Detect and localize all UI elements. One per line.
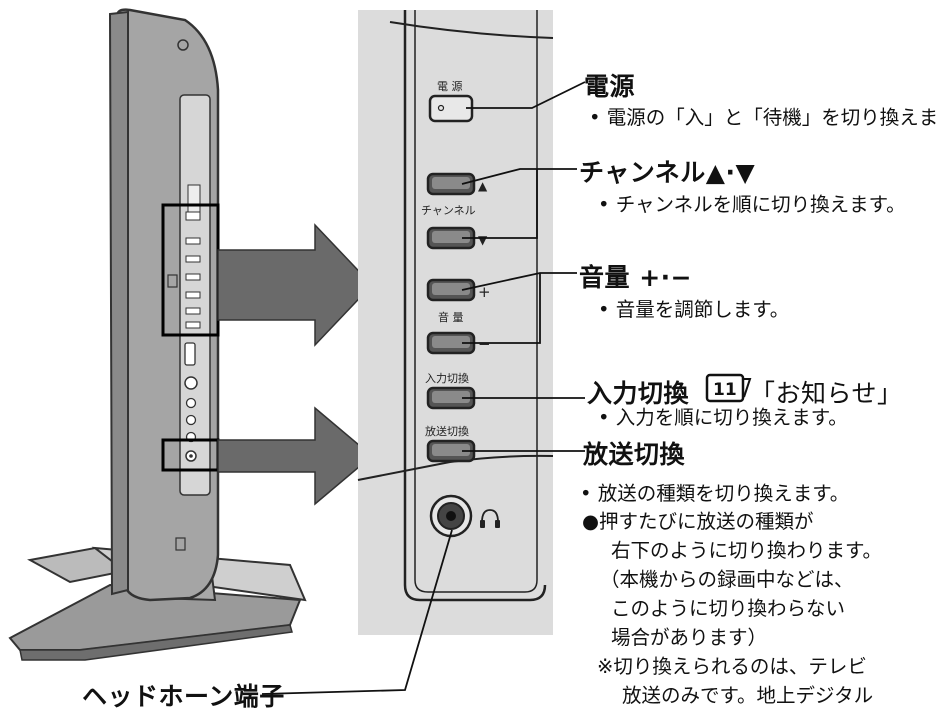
channel-title: チャンネル▲·▼ <box>579 158 756 187</box>
panel-label-broadcast: 放送切換 <box>425 424 469 438</box>
panel-label-input: 入力切換 <box>425 372 469 385</box>
tv-side-view <box>8 8 307 661</box>
page-ref-number: 11 <box>713 380 737 400</box>
volume-minus-mark: − <box>478 335 491 353</box>
volume-plus-mark: + <box>478 283 491 301</box>
broadcast-line: • 放送の種類を切り換えます。 <box>580 482 850 505</box>
channel-up-mark: ▲ <box>478 179 488 193</box>
broadcast-line: ●押すたびに放送の種類が <box>582 510 814 533</box>
panel-label-power: 電 源 <box>437 79 463 93</box>
input-title: 入力切換 <box>587 379 690 408</box>
headphone-title: ヘッドホーン端子 <box>82 682 285 711</box>
broadcast-line: 右下のように切り換わります。 <box>611 539 883 562</box>
broadcast-line: ※切り換えられるのは、テレビ <box>597 655 867 678</box>
control-panel <box>357 10 554 635</box>
volume-title: 音量 +·− <box>579 263 693 292</box>
leader-lines <box>261 81 586 695</box>
page-ref-icon: 11 <box>705 373 752 403</box>
panel-label-channel: チャンネル <box>421 204 476 217</box>
broadcast-line: 放送のみです。地上デジタル <box>622 684 874 707</box>
input-desc: • 入力を順に切り換えます。 <box>598 406 848 429</box>
broadcast-title: 放送切換 <box>583 440 686 469</box>
power-desc: • 電源の「入」と「待機」を切り換えます。 <box>589 106 939 129</box>
input-ref-text: 「お知らせ」 <box>750 379 903 408</box>
power-title: 電源 <box>584 72 636 101</box>
broadcast-line: 場合があります） <box>611 626 768 649</box>
channel-desc: • チャンネルを順に切り換えます。 <box>598 193 906 216</box>
broadcast-line: （本機からの録画中などは、 <box>600 568 854 591</box>
volume-desc: • 音量を調節します。 <box>598 298 790 321</box>
panel-label-volume: 音 量 <box>438 310 464 324</box>
pointer-arrows <box>217 223 374 506</box>
broadcast-line: このように切り換わらない <box>611 597 846 620</box>
channel-down-mark: ▼ <box>478 233 488 247</box>
